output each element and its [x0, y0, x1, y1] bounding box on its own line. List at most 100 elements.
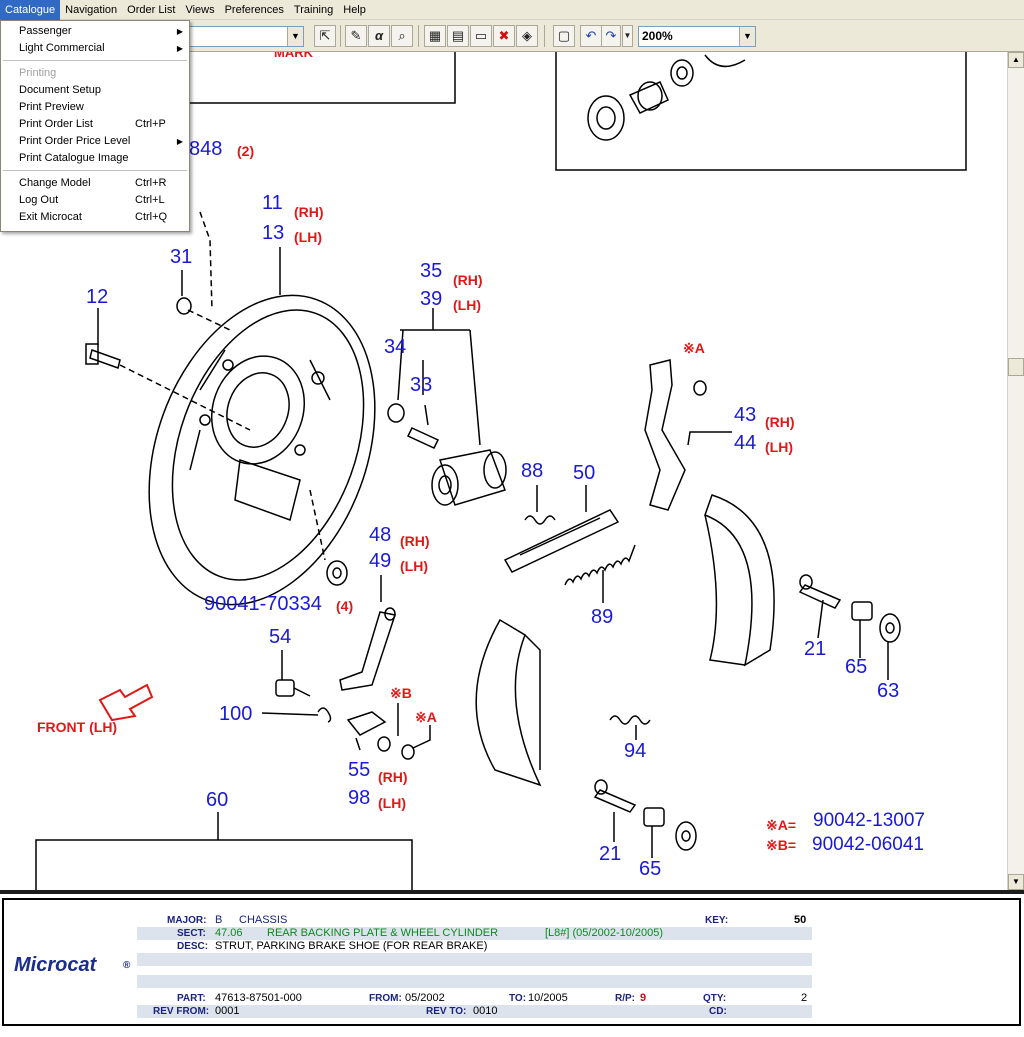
red-label-front: FRONT (LH): [37, 719, 118, 735]
diagram-illustration: [35, 52, 967, 890]
callout-60[interactable]: 60: [206, 789, 229, 811]
menu-item-document-setup[interactable]: Document Setup: [1, 82, 189, 99]
callout-88[interactable]: 88: [521, 460, 544, 482]
callout-43[interactable]: 43: [734, 404, 757, 426]
alpha-icon[interactable]: α: [368, 25, 390, 47]
book-icon[interactable]: ▤: [447, 25, 469, 47]
info-row-part: PART: 47613-87501-000 FROM: 05/2002 TO: …: [137, 992, 812, 1005]
red-label-lh-49: (LH): [400, 558, 428, 574]
undo-icon[interactable]: ↶: [580, 25, 602, 47]
to-key: TO:: [509, 993, 527, 1004]
menu-order-list[interactable]: Order List: [127, 4, 176, 16]
callout-55[interactable]: 55: [348, 759, 371, 781]
chevron-down-icon[interactable]: ▼: [739, 27, 755, 46]
menu-item-print-preview[interactable]: Print Preview: [1, 99, 189, 116]
red-label-key-a: ※A=: [766, 817, 797, 833]
scroll-down-icon[interactable]: ▼: [1008, 874, 1024, 890]
menu-item-exit-microcat[interactable]: Exit Microcat Ctrl+Q: [1, 209, 189, 226]
callout-98[interactable]: 98: [348, 787, 371, 809]
callout-49[interactable]: 49: [369, 550, 392, 572]
part-value: 47613-87501-000: [215, 992, 302, 1004]
menu-help[interactable]: Help: [343, 4, 366, 16]
callout-11[interactable]: 11: [262, 192, 283, 214]
callout-39[interactable]: 39: [420, 288, 443, 310]
toolbar-separator: [340, 25, 341, 47]
callout-65-lower[interactable]: 65: [639, 858, 662, 880]
rev-from-key: REV FROM:: [153, 1006, 210, 1017]
menu-item-change-model[interactable]: Change Model Ctrl+R: [1, 175, 189, 192]
callout-12[interactable]: 12: [86, 286, 109, 308]
sect-value: 47.06: [215, 927, 243, 939]
menu-item-passenger[interactable]: Passenger ▶: [1, 23, 189, 40]
redo-dropdown-icon[interactable]: ▼: [622, 25, 633, 47]
vertical-scrollbar[interactable]: ▲ ▼: [1007, 52, 1024, 890]
zoom-value: 200%: [642, 29, 673, 43]
callout-21-right[interactable]: 21: [804, 638, 827, 660]
menu-item-print-order-price-level[interactable]: Print Order Price Level ▶: [1, 133, 189, 150]
callout-key-b[interactable]: 90042-06041: [812, 834, 924, 855]
menu-item-log-out[interactable]: Log Out Ctrl+L: [1, 192, 189, 209]
menu-shortcut: Ctrl+P: [135, 118, 166, 130]
chevron-down-icon[interactable]: ▼: [287, 27, 303, 46]
callout-key-a[interactable]: 90042-13007: [813, 810, 925, 831]
menu-preferences[interactable]: Preferences: [224, 4, 284, 16]
rev-from-value: 0001: [215, 1005, 240, 1017]
red-label-mark: MARK: [274, 52, 313, 60]
scroll-up-icon[interactable]: ▲: [1008, 52, 1024, 68]
menu-training[interactable]: Training: [293, 4, 334, 16]
red-label-rh-48: (RH): [400, 533, 430, 549]
red-label-qty-2: (2): [237, 143, 255, 159]
callout-35[interactable]: 35: [420, 260, 443, 282]
menu-catalogue[interactable]: Catalogue: [0, 0, 61, 20]
callout-50[interactable]: 50: [573, 462, 596, 484]
callout-100[interactable]: 100: [219, 703, 253, 725]
red-label-qty-4: (4): [336, 598, 354, 614]
menu-item-print-order-list[interactable]: Print Order List Ctrl+P: [1, 116, 189, 133]
callout-13[interactable]: 13: [262, 222, 285, 244]
part-info-frame: Microcat ® MAJOR: B CHASSIS KEY: 50 SECT…: [2, 898, 1021, 1026]
menu-shortcut: Ctrl+L: [135, 194, 165, 206]
callout-94[interactable]: 94: [624, 740, 647, 762]
qty-value: 2: [801, 992, 808, 1004]
submenu-arrow-icon: ▶: [176, 137, 183, 146]
red-label-lh-13: (LH): [294, 229, 322, 245]
callout-31[interactable]: 31: [170, 246, 193, 268]
zoom-select[interactable]: 200% ▼: [638, 26, 756, 47]
menu-views[interactable]: Views: [185, 4, 215, 16]
key-key: KEY:: [705, 915, 729, 926]
registered-mark-icon: ®: [123, 960, 131, 971]
red-label-rh-35: (RH): [453, 272, 483, 288]
callout-848[interactable]: 848: [189, 138, 223, 160]
callout-34[interactable]: 34: [384, 336, 407, 358]
grid-icon[interactable]: ▦: [424, 25, 446, 47]
callout-63[interactable]: 63: [877, 680, 900, 702]
callout-90041-70334[interactable]: 90041-70334: [204, 593, 322, 615]
paint-icon[interactable]: ✎: [345, 25, 367, 47]
delete-icon[interactable]: ✖: [493, 25, 515, 47]
menu-item-light-commercial[interactable]: Light Commercial ▶: [1, 40, 189, 57]
callout-48[interactable]: 48: [369, 524, 392, 546]
callout-44[interactable]: 44: [734, 432, 757, 454]
rev-to-value: 0010: [473, 1005, 498, 1017]
desc-key: DESC:: [177, 941, 209, 952]
scroll-thumb[interactable]: [1008, 358, 1024, 376]
pointer-icon[interactable]: ⇱: [314, 25, 336, 47]
callout-89[interactable]: 89: [591, 606, 614, 628]
red-label-lh-39: (LH): [453, 297, 481, 313]
callout-65-right[interactable]: 65: [845, 656, 868, 678]
info-row-desc: DESC: STRUT, PARKING BRAKE SHOE (FOR REA…: [137, 940, 812, 953]
magnifier-icon[interactable]: ⌕: [391, 25, 413, 47]
note-icon[interactable]: ▢: [553, 25, 575, 47]
menu-item-printing: Printing: [1, 65, 189, 82]
redo-icon[interactable]: ↷: [601, 25, 621, 47]
menu-navigation[interactable]: Navigation: [65, 4, 118, 16]
monitor-icon[interactable]: ▭: [470, 25, 492, 47]
menu-item-print-catalogue-image[interactable]: Print Catalogue Image: [1, 150, 189, 167]
part-info-panel: Microcat ® MAJOR: B CHASSIS KEY: 50 SECT…: [0, 890, 1024, 1037]
toolbar-separator: [418, 25, 419, 47]
callout-21-lower[interactable]: 21: [599, 843, 622, 865]
red-label-rh-55: (RH): [378, 769, 408, 785]
callout-33[interactable]: 33: [410, 374, 433, 396]
catalogue-icon[interactable]: ◈: [516, 25, 538, 47]
callout-54[interactable]: 54: [269, 626, 292, 648]
